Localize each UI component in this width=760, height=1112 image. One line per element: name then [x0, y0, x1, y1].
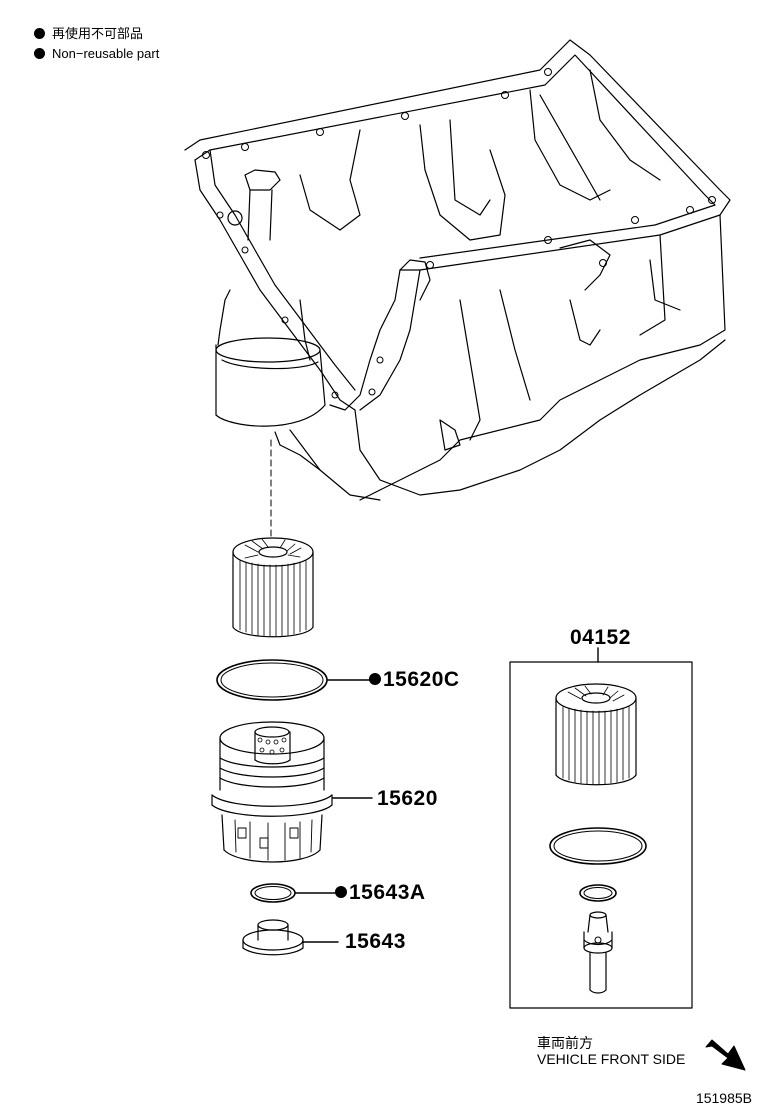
part-number: 04152: [570, 626, 631, 649]
part-number: 15620C: [383, 668, 460, 691]
part-label-04152[interactable]: 04152: [570, 626, 631, 650]
part-label-15620c[interactable]: 15620C: [369, 668, 460, 692]
part-number: 15620: [377, 787, 438, 810]
non-reusable-bullet-icon: [34, 48, 45, 59]
part-label-15620[interactable]: 15620: [377, 787, 438, 811]
legend-jp-text: 再使用不可部品: [52, 26, 144, 41]
kit-04152-drawing: [509, 647, 693, 1009]
filter-cap-drawing: [211, 721, 373, 863]
vehicle-front-jp: 車両前方: [537, 1035, 593, 1051]
non-reusable-bullet-icon: [335, 886, 347, 898]
non-reusable-bullet-icon: [369, 673, 381, 685]
engine-block-drawing: [184, 39, 731, 501]
part-label-15643a[interactable]: 15643A: [335, 881, 426, 905]
o-ring-15620c: [216, 659, 328, 701]
vehicle-front-en: VEHICLE FRONT SIDE: [537, 1051, 686, 1067]
vehicle-front-arrow-icon: [705, 1039, 746, 1071]
filter-element-drawing: [232, 537, 314, 638]
legend-jp: 再使用不可部品: [34, 26, 143, 42]
part-label-15643[interactable]: 15643: [345, 930, 406, 954]
legend-en: Non−reusable part: [34, 46, 159, 62]
diagram-code: 151985B: [695, 1090, 752, 1106]
part-number: 15643: [345, 930, 406, 953]
part-number: 15643A: [349, 881, 426, 904]
non-reusable-bullet-icon: [34, 28, 45, 39]
o-ring-15643a: [250, 883, 296, 903]
drain-plug-drawing: [242, 919, 339, 956]
legend-en-text: Non−reusable part: [52, 46, 160, 61]
